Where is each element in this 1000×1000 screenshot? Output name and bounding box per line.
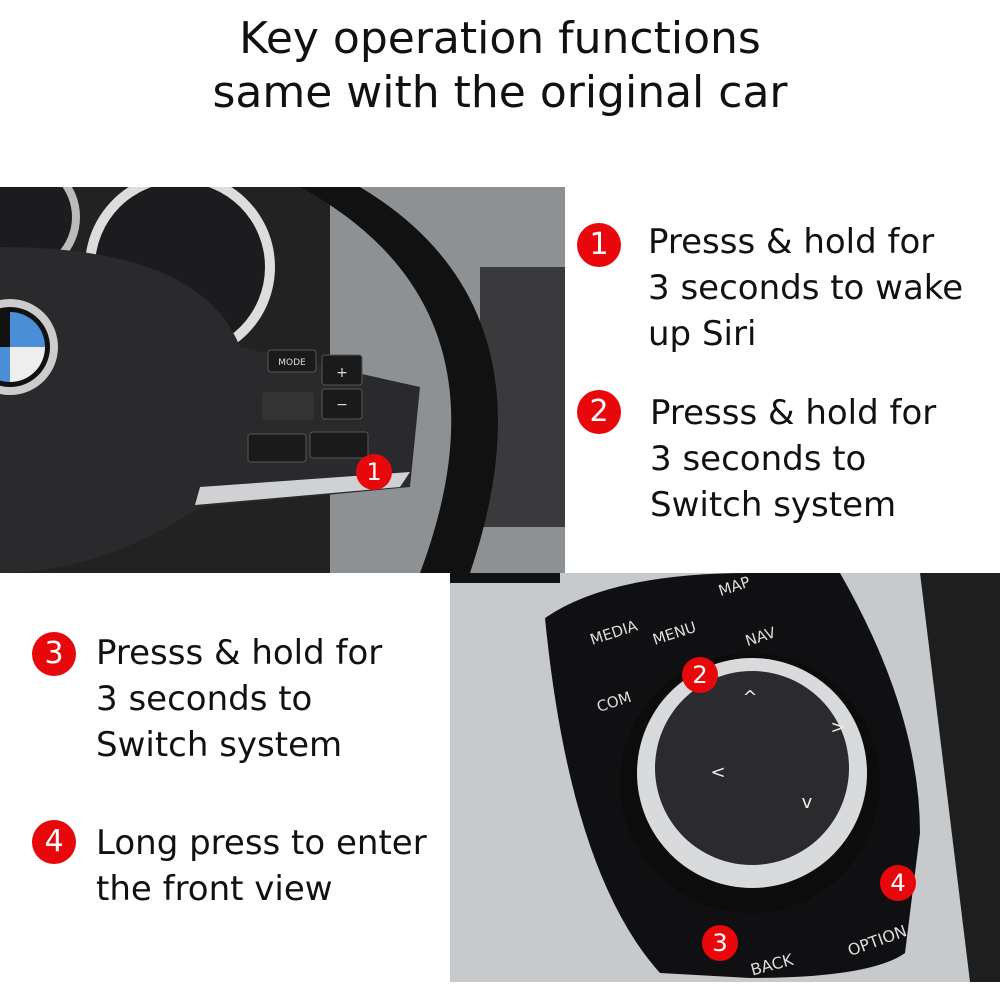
- plus-button-label: +: [336, 365, 348, 381]
- idrive-controller-photo: MEDIA MENU MAP NAV COM ^ > < v BACK OPTI…: [450, 573, 1000, 982]
- step-badge-2: 2: [577, 390, 621, 434]
- minus-button-label: −: [336, 397, 348, 413]
- step-1-line: 3 seconds to wake: [648, 268, 964, 308]
- step-4-line: the front view: [96, 869, 333, 909]
- svg-text:<: <: [710, 762, 725, 783]
- step-2-line: Presss & hold for: [650, 393, 937, 433]
- step-1-description: Presss & hold for 3 seconds to wake up S…: [648, 219, 963, 357]
- step-2-line: 3 seconds to: [650, 439, 867, 479]
- step-badge-1: 1: [577, 223, 621, 267]
- title-line-2: same with the original car: [212, 67, 788, 118]
- photo-badge-3: 3: [702, 925, 738, 961]
- svg-text:v: v: [802, 792, 813, 813]
- photo-badge-1: 1: [356, 454, 392, 490]
- step-3-description: Presss & hold for 3 seconds to Switch sy…: [96, 630, 382, 768]
- steering-wheel-photo: MODE + − 1: [0, 187, 565, 573]
- photo-badge-4: 4: [880, 865, 916, 901]
- step-badge-4: 4: [32, 820, 76, 864]
- photo-badge-2: 2: [682, 657, 718, 693]
- svg-text:^: ^: [742, 687, 757, 708]
- step-2-line: Switch system: [650, 485, 897, 525]
- page-title: Key operation functions same with the or…: [0, 12, 1000, 120]
- step-4-line: Long press to enter: [96, 823, 427, 863]
- title-line-1: Key operation functions: [239, 13, 761, 64]
- step-1-line: up Siri: [648, 314, 757, 354]
- step-3-line: Presss & hold for: [96, 633, 383, 673]
- mode-button-label: MODE: [278, 358, 306, 368]
- step-3-line: Switch system: [96, 725, 343, 765]
- step-1-line: Presss & hold for: [648, 222, 935, 262]
- step-badge-3: 3: [32, 632, 76, 676]
- step-2-description: Presss & hold for 3 seconds to Switch sy…: [650, 390, 936, 528]
- step-4-description: Long press to enter the front view: [96, 820, 427, 912]
- step-3-line: 3 seconds to: [96, 679, 313, 719]
- svg-text:>: >: [830, 717, 845, 738]
